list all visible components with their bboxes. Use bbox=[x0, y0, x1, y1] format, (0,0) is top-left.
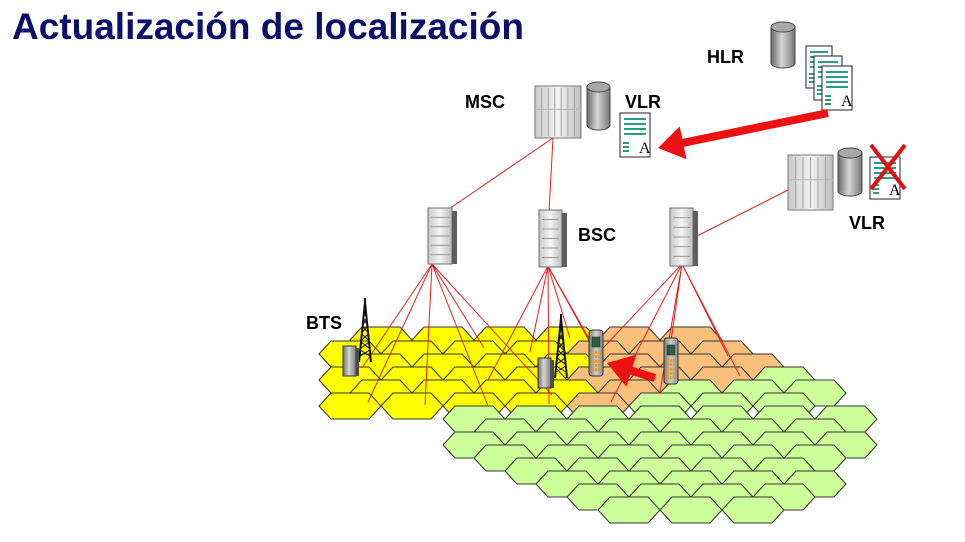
bts-cabinet-icon-right bbox=[537, 357, 554, 389]
bts-cabinet-icon-left bbox=[342, 345, 359, 377]
document-letter: A bbox=[841, 93, 853, 110]
arrow-shape bbox=[607, 354, 657, 387]
arrow-shape bbox=[658, 109, 829, 160]
bsc-label: BSC bbox=[578, 225, 617, 245]
link-line bbox=[547, 265, 593, 345]
hex-cell bbox=[721, 496, 785, 524]
bts-tower-icon-left bbox=[358, 298, 372, 363]
hex-cell bbox=[380, 392, 444, 420]
link-line bbox=[681, 263, 741, 377]
cell-grid bbox=[318, 326, 878, 524]
link-line bbox=[431, 263, 489, 407]
bsc-middle-icon bbox=[538, 209, 567, 268]
vlr-label-right: VLR bbox=[849, 213, 885, 233]
link-line bbox=[424, 263, 433, 406]
link-line bbox=[361, 263, 433, 369]
link-line bbox=[529, 265, 549, 353]
hex-cell bbox=[597, 496, 661, 524]
link-line bbox=[589, 263, 683, 363]
right-vlr-database-icon bbox=[837, 147, 863, 197]
msc-database-icon bbox=[586, 81, 611, 131]
right-msc-switch-icon bbox=[787, 154, 834, 211]
document-letter: A bbox=[639, 140, 651, 157]
vlr-record-icon: A bbox=[619, 112, 651, 158]
bts-tower-icon-right bbox=[554, 314, 568, 379]
handover-arrow bbox=[607, 354, 657, 387]
link-line bbox=[431, 263, 553, 396]
mobile-phone-icon-old bbox=[663, 337, 679, 385]
slide-title: Actualización de localización bbox=[12, 6, 524, 47]
hlr-label: HLR bbox=[707, 47, 744, 67]
hlr-database-icon bbox=[770, 21, 796, 69]
bts-label: BTS bbox=[306, 313, 342, 333]
msc-label: MSC bbox=[465, 92, 505, 112]
link-line bbox=[548, 137, 554, 213]
link-line bbox=[439, 137, 554, 216]
bsc-right-icon bbox=[669, 207, 698, 267]
link-line bbox=[367, 263, 433, 403]
hlr-to-vlr-arrow bbox=[658, 109, 829, 160]
bsc-left-icon bbox=[427, 207, 457, 265]
hlr-record-icon-3: A bbox=[821, 65, 853, 111]
deleted-cross-icon bbox=[869, 143, 907, 191]
link-line bbox=[547, 265, 571, 339]
link-line bbox=[431, 263, 485, 349]
equipment: AAAAA bbox=[342, 21, 907, 389]
msc-switch-icon bbox=[534, 85, 582, 139]
link-line bbox=[487, 265, 549, 381]
link-line bbox=[692, 189, 789, 239]
vlr-label-top: VLR bbox=[625, 92, 661, 112]
hex-cell bbox=[318, 392, 382, 420]
mobile-phone-icon-new bbox=[588, 329, 604, 377]
hex-cell bbox=[659, 496, 723, 524]
document-letter: A bbox=[889, 182, 901, 199]
